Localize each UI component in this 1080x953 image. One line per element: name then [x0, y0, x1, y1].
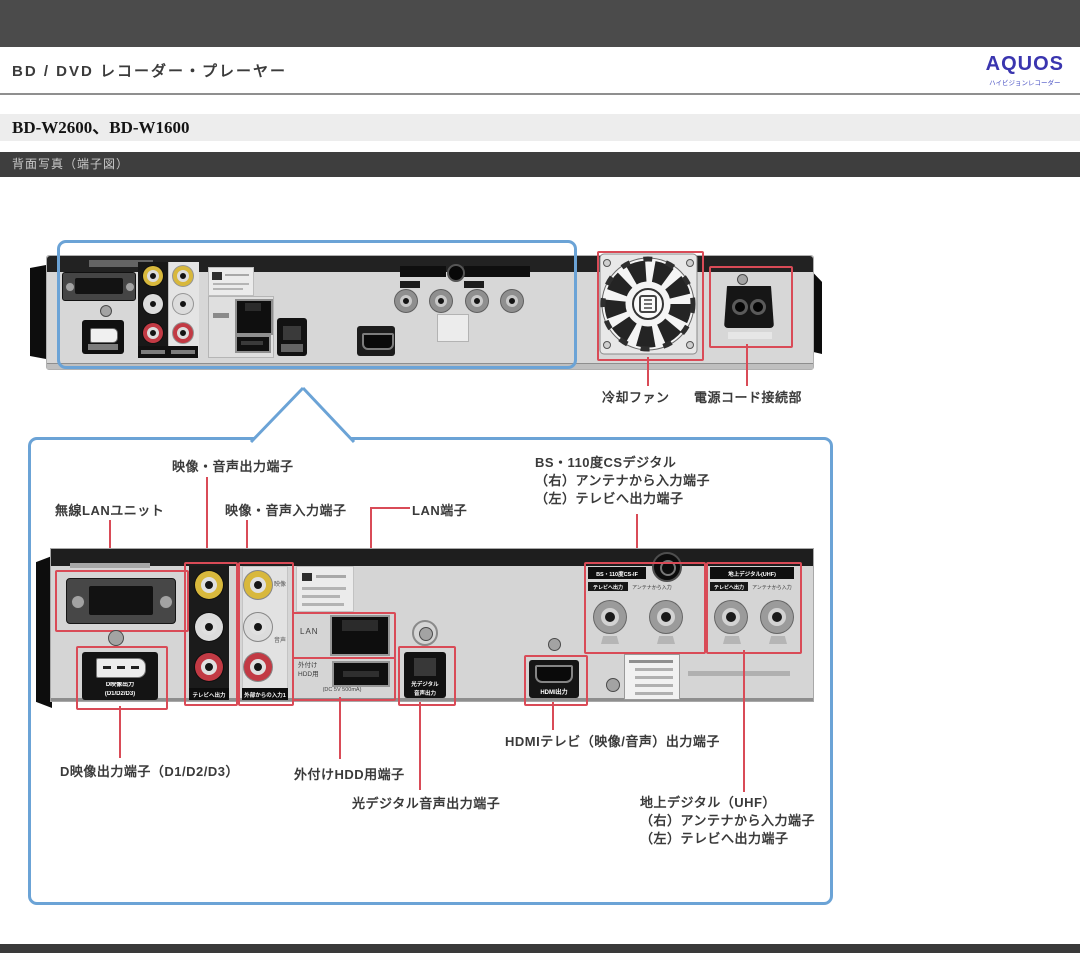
decor-slot: [241, 341, 263, 345]
callout-line-bs: [636, 514, 638, 562]
label-av-output: 映像・音声出力端子: [172, 459, 294, 474]
section-bar: 背面写真（端子図）: [0, 152, 1080, 177]
decor-tab: [245, 303, 261, 311]
rca-jack-audio-l-out: [147, 298, 159, 310]
antenna-jack-mini: [471, 295, 483, 307]
wlan-slot: [75, 278, 123, 294]
label-d-video-output: D映像出力端子（D1/D2/D3）: [60, 764, 239, 779]
callout-line-wlan: [109, 520, 111, 568]
hdmi-port-mini: [357, 326, 395, 356]
model-band: BD-W2600、BD-W1600: [0, 114, 1080, 141]
label-optical-output: 光デジタル音声出力端子: [352, 796, 501, 811]
callout-line-optical: [419, 702, 421, 790]
decor-label: [171, 350, 195, 354]
usb-port-mini: [235, 335, 271, 353]
lan-port-mini: [235, 299, 273, 335]
top-screw-mini: [447, 264, 465, 282]
decor-chip: [212, 272, 222, 280]
screw-icon: [100, 305, 112, 317]
rca-jack-video-out: [147, 270, 159, 282]
label-bs-cs: BS・110度CSデジタル （右）アンテナから入力端子 （左）テレビへ出力端子: [535, 454, 710, 508]
power-inlet: [724, 286, 774, 328]
label-cooling-fan: 冷却ファン: [602, 390, 670, 405]
decor-label: [281, 344, 303, 352]
callout-line-uhf: [743, 650, 745, 792]
decor-lan-text: [213, 313, 229, 318]
screw-icon: [737, 274, 748, 285]
callout-line-hdd: [339, 697, 341, 759]
uhf-band-mini: [464, 266, 530, 277]
callout-line-d-video: [119, 706, 121, 758]
callout-line-av-in: [246, 520, 248, 563]
section-title: 背面写真（端子図）: [12, 157, 130, 171]
label-external-hdd: 外付けHDD用端子: [294, 767, 405, 782]
screw-icon: [125, 282, 135, 292]
rca-jack-audio-r-in: [177, 327, 189, 339]
cooling-fan: [599, 253, 698, 355]
bottom-bar: [0, 944, 1080, 953]
rating-plate-mini: [208, 267, 254, 296]
rca-jack-audio-l-in: [177, 298, 189, 310]
label-hdmi-output: HDMIテレビ（映像/音声）出力端子: [505, 734, 720, 749]
decor-label: [728, 332, 772, 339]
d-port-opening: [90, 328, 118, 343]
decor-opening: [283, 326, 301, 340]
label-uhf-line3: （左）テレビへ出力端子: [640, 831, 789, 846]
decor-chip: [400, 281, 420, 288]
label-bs-line2: （右）アンテナから入力端子: [535, 473, 710, 488]
label-uhf: 地上デジタル（UHF） （右）アンテナから入力端子 （左）テレビへ出力端子: [640, 794, 815, 848]
lan-usb-panel-mini: [208, 296, 274, 358]
optical-port-mini: [277, 318, 307, 356]
callout-line-hdmi: [552, 702, 554, 730]
wlan-port-mini: [62, 272, 136, 301]
callout-line-av-out: [206, 477, 208, 563]
label-uhf-line1: 地上デジタル（UHF）: [640, 795, 776, 810]
brand-wordmark: AQUOS: [985, 53, 1064, 75]
decor-strip-text: [89, 260, 153, 267]
label-power-cord: 電源コード接続部: [694, 390, 803, 405]
decor-line: [213, 288, 243, 290]
power-pin-hole: [750, 299, 766, 315]
decor-label: [88, 344, 118, 350]
antenna-jack-mini: [435, 295, 447, 307]
power-pin-hole: [732, 299, 748, 315]
label-av-input: 映像・音声入力端子: [225, 503, 347, 518]
zoom-source-outline: [57, 240, 577, 369]
label-bs-line1: BS・110度CSデジタル: [535, 455, 677, 470]
label-lan: LAN端子: [412, 503, 468, 518]
decor-line: [213, 283, 249, 285]
callout-line-power: [746, 344, 748, 386]
zoom-detail-box: [28, 437, 833, 905]
rca-out-label-mini: [138, 346, 168, 358]
rear-panel-photo-small: 冷却ファン 電源コード接続部: [0, 230, 1080, 410]
label-uhf-line2: （右）アンテナから入力端子: [640, 813, 815, 828]
antenna-jack-mini: [506, 295, 518, 307]
rca-jack-audio-r-out: [147, 327, 159, 339]
top-bar: [0, 0, 1080, 47]
brand-logo: AQUOS ハイビジョンレコーダー: [986, 53, 1064, 87]
rca-jack-video-in: [177, 270, 189, 282]
label-bs-line3: （左）テレビへ出力端子: [535, 491, 684, 506]
page-title: BD / DVD レコーダー・プレーヤー: [12, 63, 288, 80]
decor-label: [141, 350, 165, 354]
antenna-jack-mini: [400, 295, 412, 307]
header-band: BD / DVD レコーダー・プレーヤー AQUOS ハイビジョンレコーダー: [0, 47, 1080, 95]
power-highlight-box: [709, 266, 793, 348]
rca-in-label-mini: [168, 346, 198, 358]
brand-tagline: ハイビジョンレコーダー: [989, 80, 1061, 87]
decor-box: [437, 314, 469, 342]
decor-hdmi-opening: [362, 333, 394, 350]
screw-icon: [65, 282, 75, 292]
callout-line-fan: [647, 357, 649, 386]
fan-highlight-box: [597, 251, 704, 361]
decor-line: [225, 274, 249, 276]
model-names: BD-W2600、BD-W1600: [12, 118, 190, 137]
label-wlan-unit: 無線LANユニット: [55, 503, 165, 518]
callout-line-lan-v: [370, 507, 372, 612]
d-video-port-mini: [82, 320, 124, 354]
decor-chip: [464, 281, 484, 288]
bs-band-mini: [400, 266, 446, 277]
callout-line-lan-h: [370, 507, 410, 509]
